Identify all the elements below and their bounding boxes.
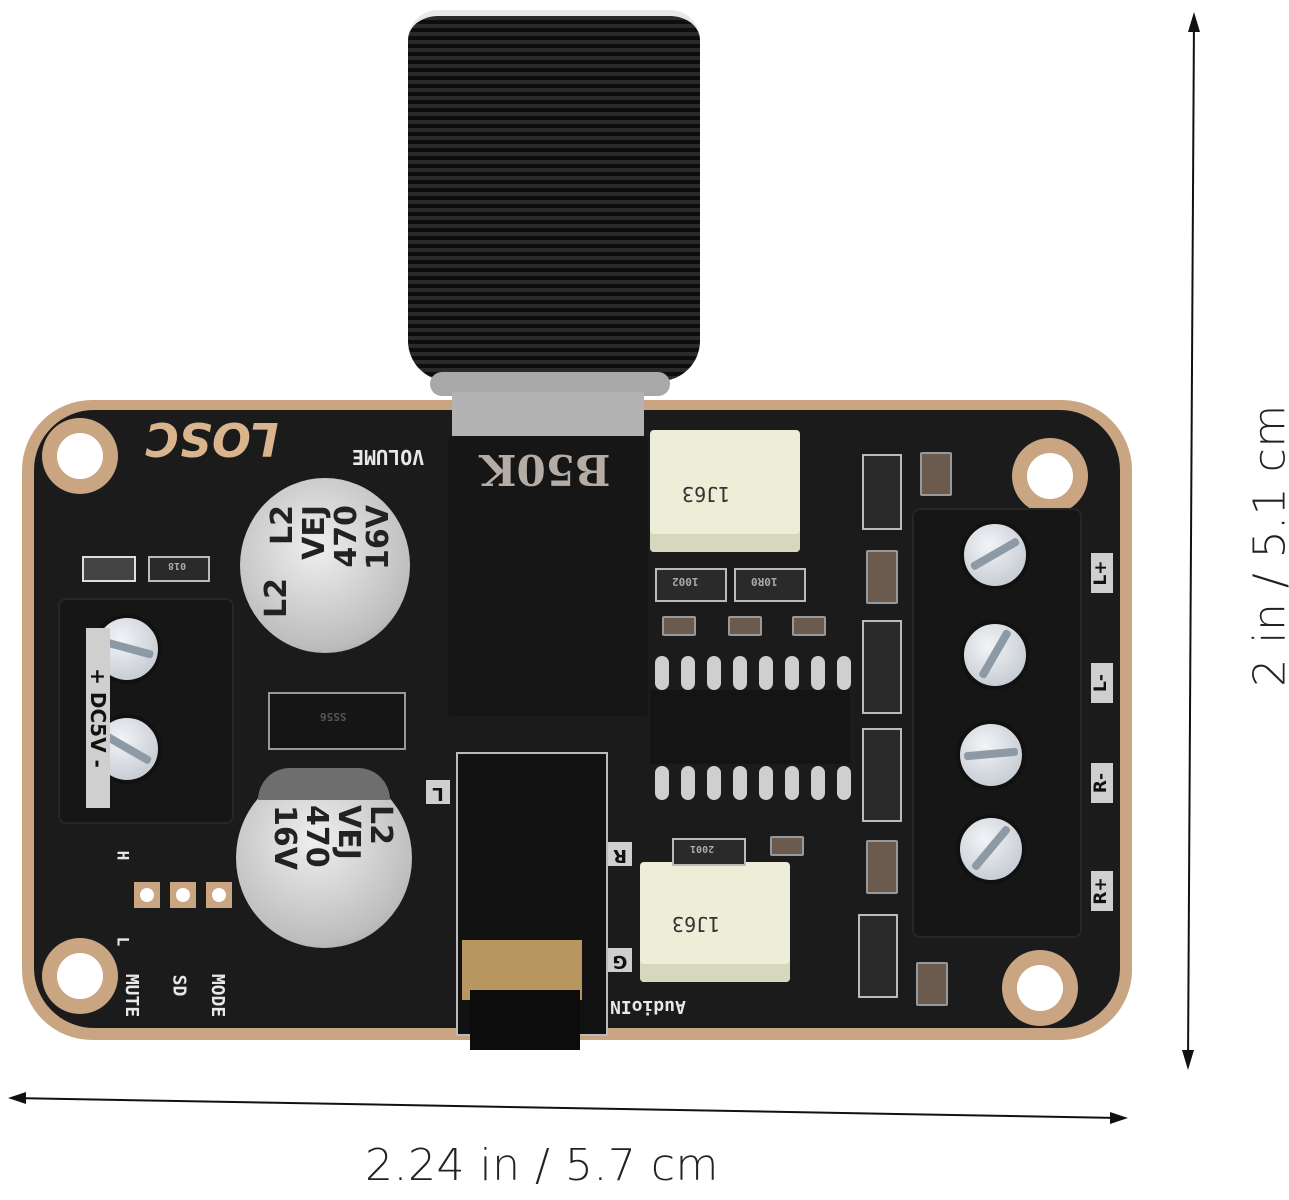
height-dimension-label: 2 in / 5.1 cm	[1244, 404, 1289, 686]
amplifier-ic	[650, 690, 850, 764]
inductor	[862, 454, 902, 530]
audio-in-label: AudioIN	[610, 996, 686, 1017]
audio-channel-l: L	[426, 780, 450, 804]
ceramic-cap	[770, 836, 804, 856]
mute-label: MUTE	[121, 973, 143, 1018]
speaker-screw-r-minus[interactable]	[956, 720, 1026, 790]
cap1-line4: 16V	[361, 505, 396, 570]
resistor-2001-marking: 2001	[690, 843, 715, 854]
capacitor-2-marking-4: 16V	[267, 805, 302, 870]
film-capacitor-2-marking: 1J63	[672, 912, 721, 936]
jumper-pads[interactable]	[134, 882, 232, 908]
capacitor-1-marking: L2	[265, 505, 300, 545]
resistor-1002	[655, 568, 727, 602]
jumper-label-l: L	[113, 936, 133, 947]
potentiometer-shaft	[452, 392, 644, 442]
ic-pins-top	[655, 656, 851, 690]
mode-label: MODE	[207, 973, 229, 1018]
cap1-line3: 470	[329, 505, 364, 568]
ceramic-cap	[662, 616, 696, 636]
cap2-line1: L2	[363, 805, 398, 845]
capacitor-2-marking-2: VEJ	[331, 805, 366, 860]
cap2-line3: 470	[299, 805, 334, 868]
capacitor-2-marking-3: 470	[299, 805, 334, 868]
speaker-screw-l-minus[interactable]	[960, 620, 1030, 690]
electrolytic-capacitor-1: L2	[240, 478, 410, 653]
jumper-label-h: H	[113, 850, 133, 861]
audio-jack-port[interactable]	[470, 990, 580, 1050]
ceramic-cap	[866, 550, 898, 604]
ceramic-cap	[920, 452, 952, 496]
mounting-hole-bottom-left	[42, 938, 118, 1014]
inductor	[862, 620, 902, 714]
film-capacitor-1	[650, 430, 800, 552]
horizontal-dimension-arrow	[8, 1092, 1128, 1124]
mounting-hole-top-right	[1012, 438, 1088, 514]
capacitor-1-marking-2: VEJ	[297, 505, 332, 560]
volume-knob[interactable]	[408, 10, 700, 381]
mounting-hole-bottom-right	[1002, 950, 1078, 1026]
speaker-screw-r-plus[interactable]	[956, 814, 1026, 884]
capacitor-1-marking-3: 470	[329, 505, 364, 568]
cap1-line1: L2	[265, 505, 300, 545]
ceramic-cap	[916, 962, 948, 1006]
capacitor-2-stripe	[258, 768, 390, 800]
width-dimension-label: 2.24 in / 5.7 cm	[365, 1140, 719, 1191]
cap2-line2: VEJ	[331, 805, 366, 860]
audio-channel-r: R	[608, 842, 632, 866]
cap-text-line: L2	[259, 578, 294, 618]
audio-channel-g: G	[608, 948, 632, 972]
schottky-diode	[268, 692, 406, 750]
film-capacitor-1-marking: 1J63	[682, 482, 731, 506]
ceramic-cap	[866, 840, 898, 894]
led-resistor	[148, 556, 210, 582]
vertical-dimension-arrow	[1182, 12, 1200, 1070]
ceramic-cap	[792, 616, 826, 636]
cap2-line4: 16V	[267, 805, 302, 870]
power-led	[82, 556, 136, 582]
speaker-label-l-plus: L+	[1091, 553, 1113, 593]
resistor-10r0	[734, 568, 806, 602]
resistor-2001	[672, 838, 746, 866]
speaker-label-r-minus: R-	[1091, 763, 1113, 803]
capacitor-1-marking-4: 16V	[361, 505, 396, 570]
led-resistor-marking: 018	[168, 560, 187, 571]
resistor-1002-marking: 1002	[672, 575, 699, 588]
ceramic-cap	[728, 616, 762, 636]
brand-logo: LOSC	[145, 412, 279, 466]
resistor-10r0-marking: 10R0	[751, 575, 778, 588]
potentiometer-body	[448, 436, 648, 716]
ic-pins-bottom	[655, 766, 851, 800]
power-label: + DC5V -	[86, 628, 110, 808]
inductor	[858, 914, 898, 998]
sd-label: SD	[168, 974, 190, 997]
speaker-label-l-minus: L-	[1091, 663, 1113, 703]
diode-marking: SS56	[320, 710, 347, 723]
potentiometer-marking: B50K	[480, 445, 611, 494]
capacitor-2-marking: L2	[363, 805, 398, 845]
volume-label: VOLUME	[352, 445, 425, 469]
mounting-hole-top-left	[42, 418, 118, 494]
cap1-line2: VEJ	[297, 505, 332, 560]
inductor	[862, 728, 902, 822]
film-capacitor-2	[640, 862, 790, 982]
speaker-label-r-plus: R+	[1091, 871, 1113, 911]
speaker-screw-l-plus[interactable]	[960, 520, 1030, 590]
